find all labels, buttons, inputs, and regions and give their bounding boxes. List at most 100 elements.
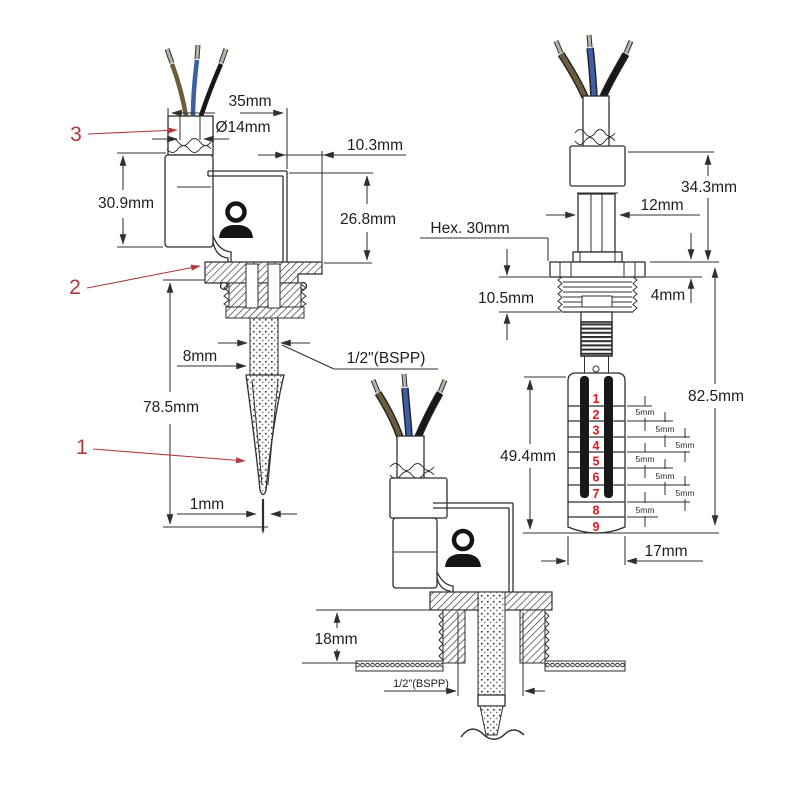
electrode-level-numbers: 1 2 3 4 5 6 7 8 9 (593, 392, 600, 534)
bottom-view-dimensions: 18mm 1/2"(BSPP) (302, 609, 545, 696)
seal-neck-top (580, 311, 613, 323)
slot (267, 263, 281, 309)
wire-tip (371, 379, 380, 393)
wire-tip (554, 40, 563, 54)
left-view: 35mm Ø14mm 10.3mm 30.9mm 26.8mm 8mm 1/2 (69, 44, 438, 534)
dim-bracket-height: 26.8mm (340, 211, 396, 228)
tapered-probe (245, 374, 285, 496)
dim-flange-thickness: 4mm (651, 287, 685, 304)
person-head (225, 201, 247, 223)
person-shoulders (219, 225, 253, 238)
thread-teeth-left (223, 283, 230, 308)
vent-hole (592, 365, 600, 373)
wire-blue (587, 47, 597, 97)
dim-nut-height: 18mm (314, 631, 357, 648)
probe-stem (249, 317, 279, 376)
level-number: 4 (593, 439, 600, 453)
dim-electrode-length: 49.4mm (500, 448, 556, 465)
dim-insertion-length: 82.5mm (688, 388, 744, 405)
dim-neck-diameter: 12mm (640, 197, 683, 214)
hook-outer (436, 577, 451, 592)
level-number: 6 (593, 471, 600, 485)
cable-break-squiggle (389, 463, 435, 471)
tank-wall-right (544, 660, 626, 672)
hex-flange (549, 261, 646, 278)
slot (245, 263, 259, 309)
dim-hex-flats: Hex. 30mm (430, 220, 509, 237)
nut-thread-teeth (438, 611, 444, 661)
dim-tip-diameter: 1mm (190, 496, 224, 513)
spacing-label: 5mm (636, 454, 655, 464)
wires (553, 34, 634, 99)
level-number: 5 (593, 455, 600, 469)
sensor-body (392, 517, 438, 589)
level-number: 7 (593, 487, 600, 501)
gland-cap (569, 145, 626, 187)
thread-section (557, 276, 638, 313)
cable-break-squiggle (166, 145, 212, 153)
mounting-flange (204, 261, 323, 284)
spacing-label: 5mm (656, 424, 675, 434)
probe-tip-point (261, 529, 265, 534)
wire-tip (624, 40, 633, 54)
wire-brown (376, 391, 403, 438)
left-view-dimensions: 35mm Ø14mm 10.3mm 30.9mm 26.8mm 8mm 1/2 (98, 93, 438, 528)
spacing-label: 5mm (656, 471, 675, 481)
level-number: 3 (593, 424, 600, 438)
wire-brown (169, 63, 189, 117)
thread-teeth-left (557, 276, 563, 312)
level-number: 9 (593, 520, 600, 534)
wire-black (415, 391, 442, 438)
wire-tip (402, 373, 407, 388)
ridged-seal-neck (580, 321, 613, 357)
level-number: 1 (593, 392, 600, 406)
spacing-ladder: 5mm 5mm 5mm 5mm 5mm 5mm 5mm (636, 396, 695, 527)
bulkhead-nut-right (519, 609, 546, 664)
thread-collar (228, 282, 302, 308)
dim-probe-length: 78.5mm (143, 399, 199, 416)
wire-blue (190, 59, 200, 117)
dim-body-diameter: 17mm (644, 543, 687, 560)
thread-teeth-right (300, 283, 307, 308)
dim-head-height: 34.3mm (681, 179, 737, 196)
mounting-bracket (207, 170, 288, 262)
wire-tip (219, 48, 228, 64)
hook-inner (212, 235, 232, 262)
stem-band (477, 694, 506, 707)
wire-blue (402, 387, 412, 437)
electrode-rod (604, 376, 613, 498)
wire-black (600, 52, 628, 98)
break-squiggle (460, 728, 525, 740)
cable-break-squiggle (574, 137, 616, 145)
tapered-probe (479, 705, 504, 736)
callout-3: 3 (70, 123, 82, 146)
dim-overall-width: 35mm (228, 93, 271, 110)
dim-cable-diameter: Ø14mm (215, 119, 270, 136)
cable-gland-cap (167, 115, 214, 156)
right-view: 1 2 3 4 5 6 7 8 9 5mm 5mm 5mm 5mm 5mm (420, 34, 744, 565)
thread-teeth-right (632, 276, 638, 312)
spacing-label: 5mm (676, 440, 695, 450)
neck-cylinder (577, 193, 616, 253)
person-icon (219, 201, 253, 238)
level-number: 8 (593, 504, 600, 518)
bulkhead-nut-left (442, 609, 466, 664)
hook-outer (212, 241, 229, 262)
spacing-label: 5mm (636, 505, 655, 515)
wire-tip (195, 44, 200, 60)
left-view-callouts: 3 2 1 (69, 123, 246, 464)
wire-tip (438, 379, 447, 393)
sensor-body (164, 154, 214, 248)
person-shoulders (445, 554, 481, 567)
bottom-view: 18mm 1/2"(BSPP) (302, 373, 626, 740)
level-number: 2 (593, 408, 600, 422)
wire-tip (587, 34, 592, 48)
wire-black (198, 63, 224, 117)
spacing-label: 5mm (636, 407, 655, 417)
person-icon (445, 528, 481, 567)
label-leader (281, 344, 335, 370)
cable (396, 435, 425, 481)
wire-brown (559, 52, 588, 98)
